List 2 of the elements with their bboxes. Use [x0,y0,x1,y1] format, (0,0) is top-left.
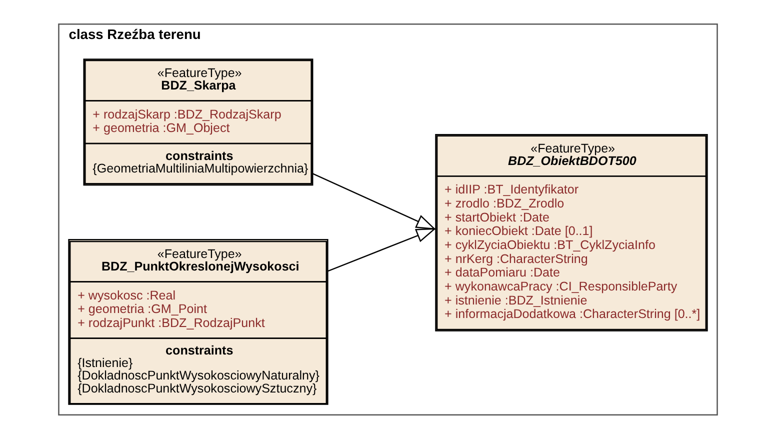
arrow [328,228,436,272]
arrow [312,172,436,230]
